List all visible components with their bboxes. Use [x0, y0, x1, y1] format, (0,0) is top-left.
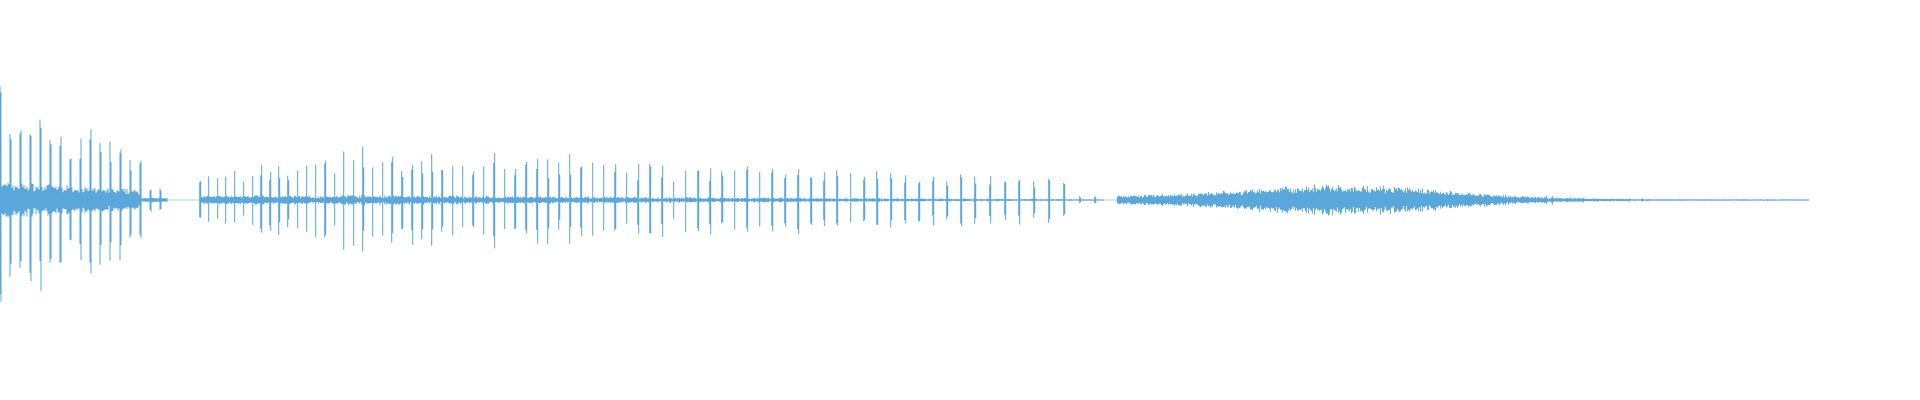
waveform-trace: [199, 146, 1105, 252]
waveform-segment-1: [0, 86, 168, 302]
waveform-layer: [0, 86, 1809, 302]
waveform-segment-2: [199, 146, 1105, 252]
waveform-trace: [0, 86, 168, 302]
